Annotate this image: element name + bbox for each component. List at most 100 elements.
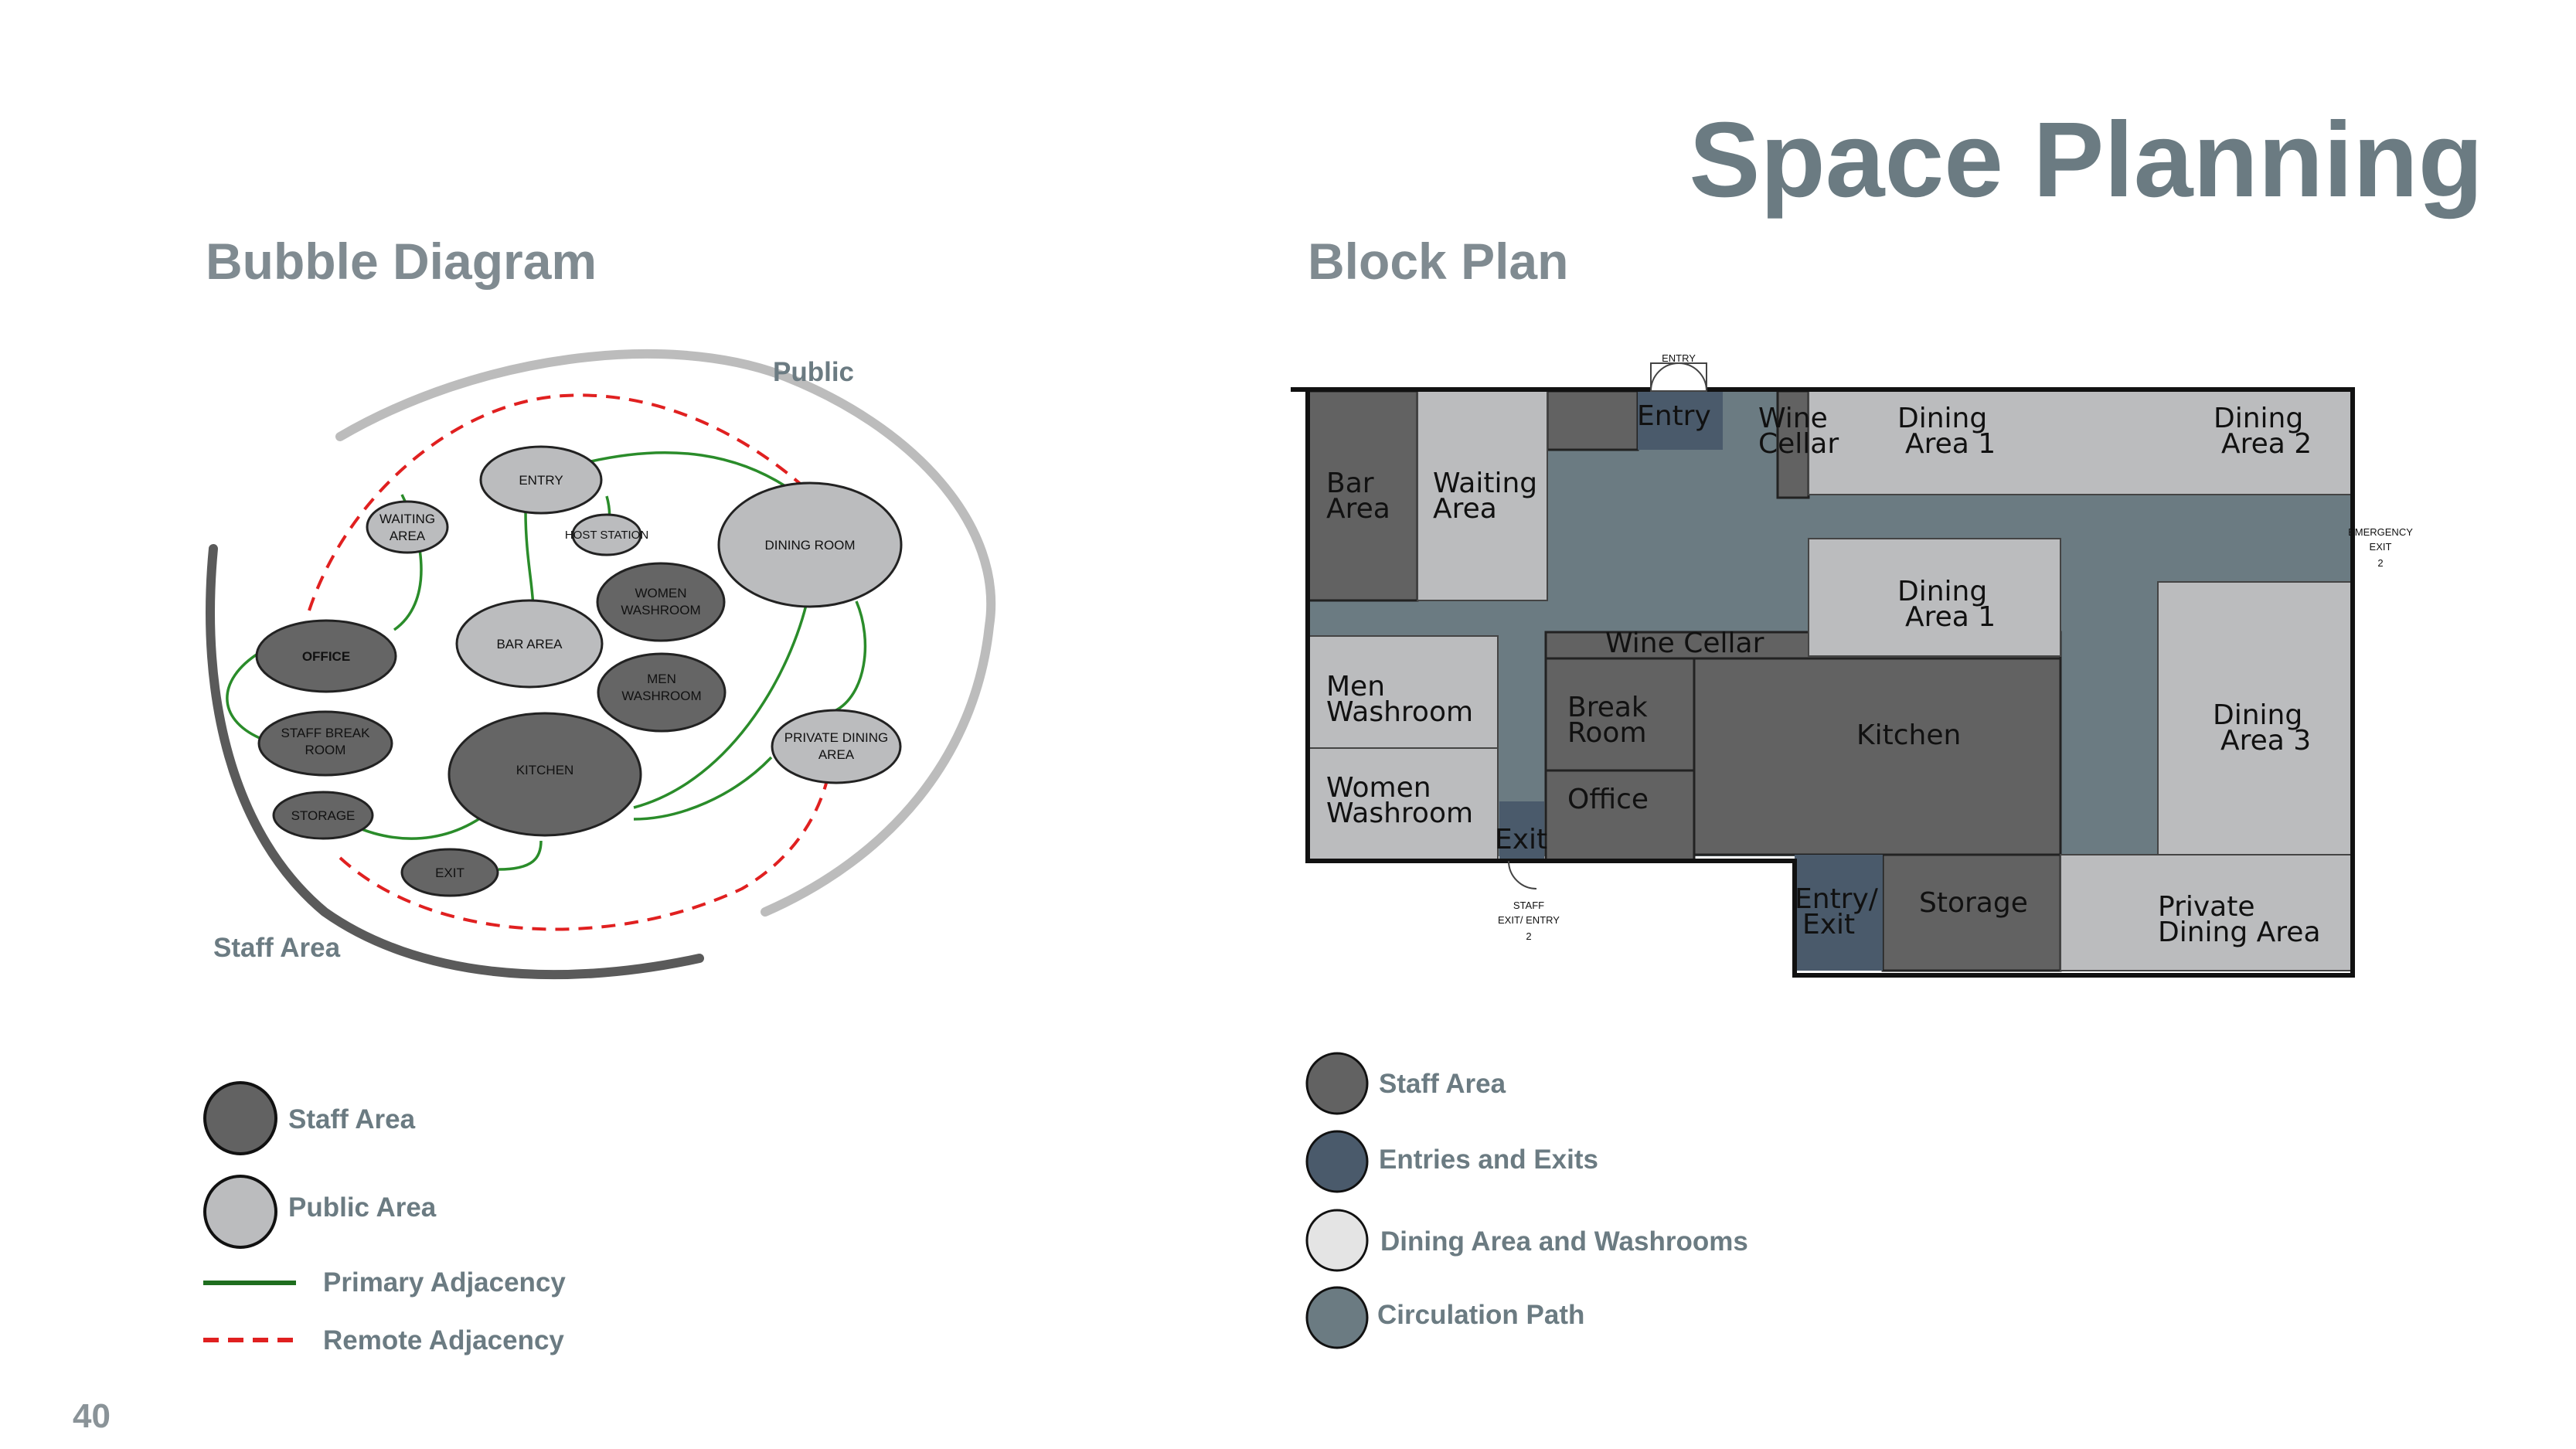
wine-cellar-top-label-2: Cellar bbox=[1758, 428, 1839, 460]
private-dining-label-1: PRIVATE DINING bbox=[784, 730, 888, 745]
dining-room-bubble bbox=[717, 481, 903, 608]
staff-exit-door bbox=[1508, 860, 1537, 889]
entry-block bbox=[1638, 391, 1723, 450]
women-washroom-label-2: Washroom bbox=[1326, 798, 1473, 829]
staff-zone-boundary bbox=[206, 544, 704, 980]
men-washroom-bubble bbox=[597, 652, 727, 733]
dining-area-1-top-label-1: Dining bbox=[1897, 403, 1987, 434]
host-station-label: HOST STATION bbox=[565, 529, 648, 542]
waiting-area-label-1: WAITING bbox=[379, 512, 435, 526]
waiting-area-label-1: Waiting bbox=[1433, 468, 1537, 499]
waiting-area-bubble bbox=[366, 500, 449, 554]
entry-door-label: ENTRY bbox=[1662, 352, 1696, 364]
entry-label: ENTRY bbox=[519, 473, 563, 488]
staff-area-legend-label: Staff Area bbox=[288, 1104, 416, 1134]
staff-rooms bbox=[1306, 389, 2062, 972]
bubble-diagram: ENTRY WAITING AREA HOST STATION DINING R… bbox=[206, 349, 996, 980]
bubble-diagram-title: Bubble Diagram bbox=[206, 233, 597, 290]
waiting-area-label-2: Area bbox=[1433, 493, 1497, 525]
exit-room-label: Exit bbox=[1495, 824, 1547, 855]
dining-area-3-block bbox=[2157, 581, 2352, 857]
entry-exit-label-2: Exit bbox=[1802, 909, 1855, 940]
women-washroom-block bbox=[1307, 747, 1499, 862]
dining-area-1-mid-block bbox=[1808, 538, 2061, 657]
entry-door bbox=[1650, 362, 1707, 392]
dining-area-1-mid-label-1: Dining bbox=[1897, 576, 1987, 607]
entry-blocks bbox=[1499, 391, 1883, 971]
exit-block bbox=[1499, 801, 1544, 861]
dining-area-1-top-label-2: Area 1 bbox=[1905, 428, 1996, 460]
block-legend: Staff Area Entries and Exits Dining Area… bbox=[1305, 1052, 1748, 1349]
waiting-area-label-2: AREA bbox=[390, 529, 426, 543]
walls bbox=[1291, 387, 2355, 978]
men-washroom-label-1: Men bbox=[1326, 671, 1385, 702]
page-title: Space Planning bbox=[1689, 100, 2483, 219]
dining-area-3-label-2: Area 3 bbox=[2220, 725, 2311, 757]
legend-entries-label: Entries and Exits bbox=[1379, 1145, 1598, 1175]
page-number: 40 bbox=[73, 1397, 111, 1435]
break-room-label-1: Break bbox=[1567, 692, 1648, 723]
bar-area-label-1: Bar bbox=[1326, 468, 1374, 499]
kitchen-bubble bbox=[447, 712, 642, 837]
staff-zone-label: Staff Area bbox=[213, 933, 341, 963]
legend-dining-swatch bbox=[1305, 1209, 1369, 1272]
staff-bubbles bbox=[255, 562, 727, 897]
entry-room-label: Entry bbox=[1637, 400, 1711, 432]
exit-label: EXIT bbox=[435, 866, 464, 880]
private-dining-label-2: AREA bbox=[818, 747, 855, 762]
private-dining-bubble bbox=[771, 709, 902, 784]
staff-area-swatch bbox=[203, 1081, 277, 1155]
staff-break-label-2: ROOM bbox=[305, 743, 346, 757]
host-station-bubble bbox=[571, 513, 642, 556]
storage-block bbox=[1881, 853, 2062, 972]
svg-text:EXIT: EXIT bbox=[2370, 541, 2392, 553]
legend-entries-swatch bbox=[1305, 1130, 1369, 1193]
office-label: OFFICE bbox=[302, 649, 350, 664]
office-room-label: Office bbox=[1567, 784, 1649, 815]
men-washroom-label-2: Washroom bbox=[1326, 696, 1473, 728]
svg-text:EXIT/ ENTRY: EXIT/ ENTRY bbox=[1498, 914, 1560, 926]
bar-area-block bbox=[1306, 389, 1419, 602]
women-washroom-bubble bbox=[596, 562, 726, 642]
remote-adjacency-legend-label: Remote Adjacency bbox=[323, 1325, 564, 1355]
legend-dining-label: Dining Area and Washrooms bbox=[1380, 1226, 1748, 1257]
dining-area-2-label-2: Area 2 bbox=[2221, 428, 2312, 460]
entry-exit-block bbox=[1795, 855, 1883, 971]
block-plan: ENTRY STAFF EXIT/ ENTRY 2 EMERGENCY EXIT… bbox=[1291, 352, 2413, 978]
staff-exit-annotation: STAFF EXIT/ ENTRY 2 bbox=[1498, 900, 1560, 942]
legend-staff-label: Staff Area bbox=[1379, 1069, 1506, 1099]
legend-circulation-label: Circulation Path bbox=[1377, 1300, 1584, 1330]
bar-area-label-2: Area bbox=[1326, 493, 1390, 525]
entry-bubble bbox=[479, 445, 603, 515]
bar-area-bubble bbox=[455, 599, 604, 689]
svg-text:2: 2 bbox=[2377, 557, 2383, 569]
private-dining-label-2: Dining Area bbox=[2158, 917, 2321, 948]
remote-adjacency-lines bbox=[308, 393, 829, 931]
dining-room-label: DINING ROOM bbox=[764, 538, 855, 553]
women-washroom-label-1: WOMEN bbox=[635, 586, 686, 600]
dining-area-2-label-1: Dining bbox=[2214, 403, 2303, 434]
dining-area-3-label-1: Dining bbox=[2213, 699, 2302, 731]
legend-staff-swatch bbox=[1305, 1052, 1369, 1115]
staff-break-label-1: STAFF BREAK bbox=[281, 726, 371, 740]
exit-bubble bbox=[400, 848, 499, 897]
break-room-block bbox=[1544, 657, 1696, 772]
storage-bubble bbox=[272, 791, 374, 840]
dining-top-strip-block bbox=[1808, 390, 2352, 495]
office-block bbox=[1544, 769, 1696, 862]
public-bubbles bbox=[366, 445, 903, 784]
wine-cellar-mid-label: Wine Cellar bbox=[1605, 628, 1764, 659]
dining-area-1-mid-label-2: Area 1 bbox=[1905, 601, 1996, 633]
block-plan-title: Block Plan bbox=[1308, 233, 1569, 290]
kitchen-block bbox=[1693, 657, 2062, 856]
men-washroom-label-1: MEN bbox=[647, 672, 676, 686]
bubble-labels: ENTRY WAITING AREA HOST STATION DINING R… bbox=[281, 473, 889, 880]
emergency-exit-annotation: EMERGENCY EXIT 2 bbox=[2348, 526, 2413, 569]
entry-exit-label-1: Entry/ bbox=[1795, 883, 1879, 915]
bubble-legend: Staff Area Public Area Primary Adjacency… bbox=[203, 1081, 566, 1355]
kitchen-label: KITCHEN bbox=[516, 763, 574, 777]
women-washroom-label-2: WASHROOM bbox=[621, 603, 700, 617]
wine-cellar-top-block bbox=[1776, 389, 1810, 499]
break-room-label-2: Room bbox=[1567, 717, 1647, 749]
